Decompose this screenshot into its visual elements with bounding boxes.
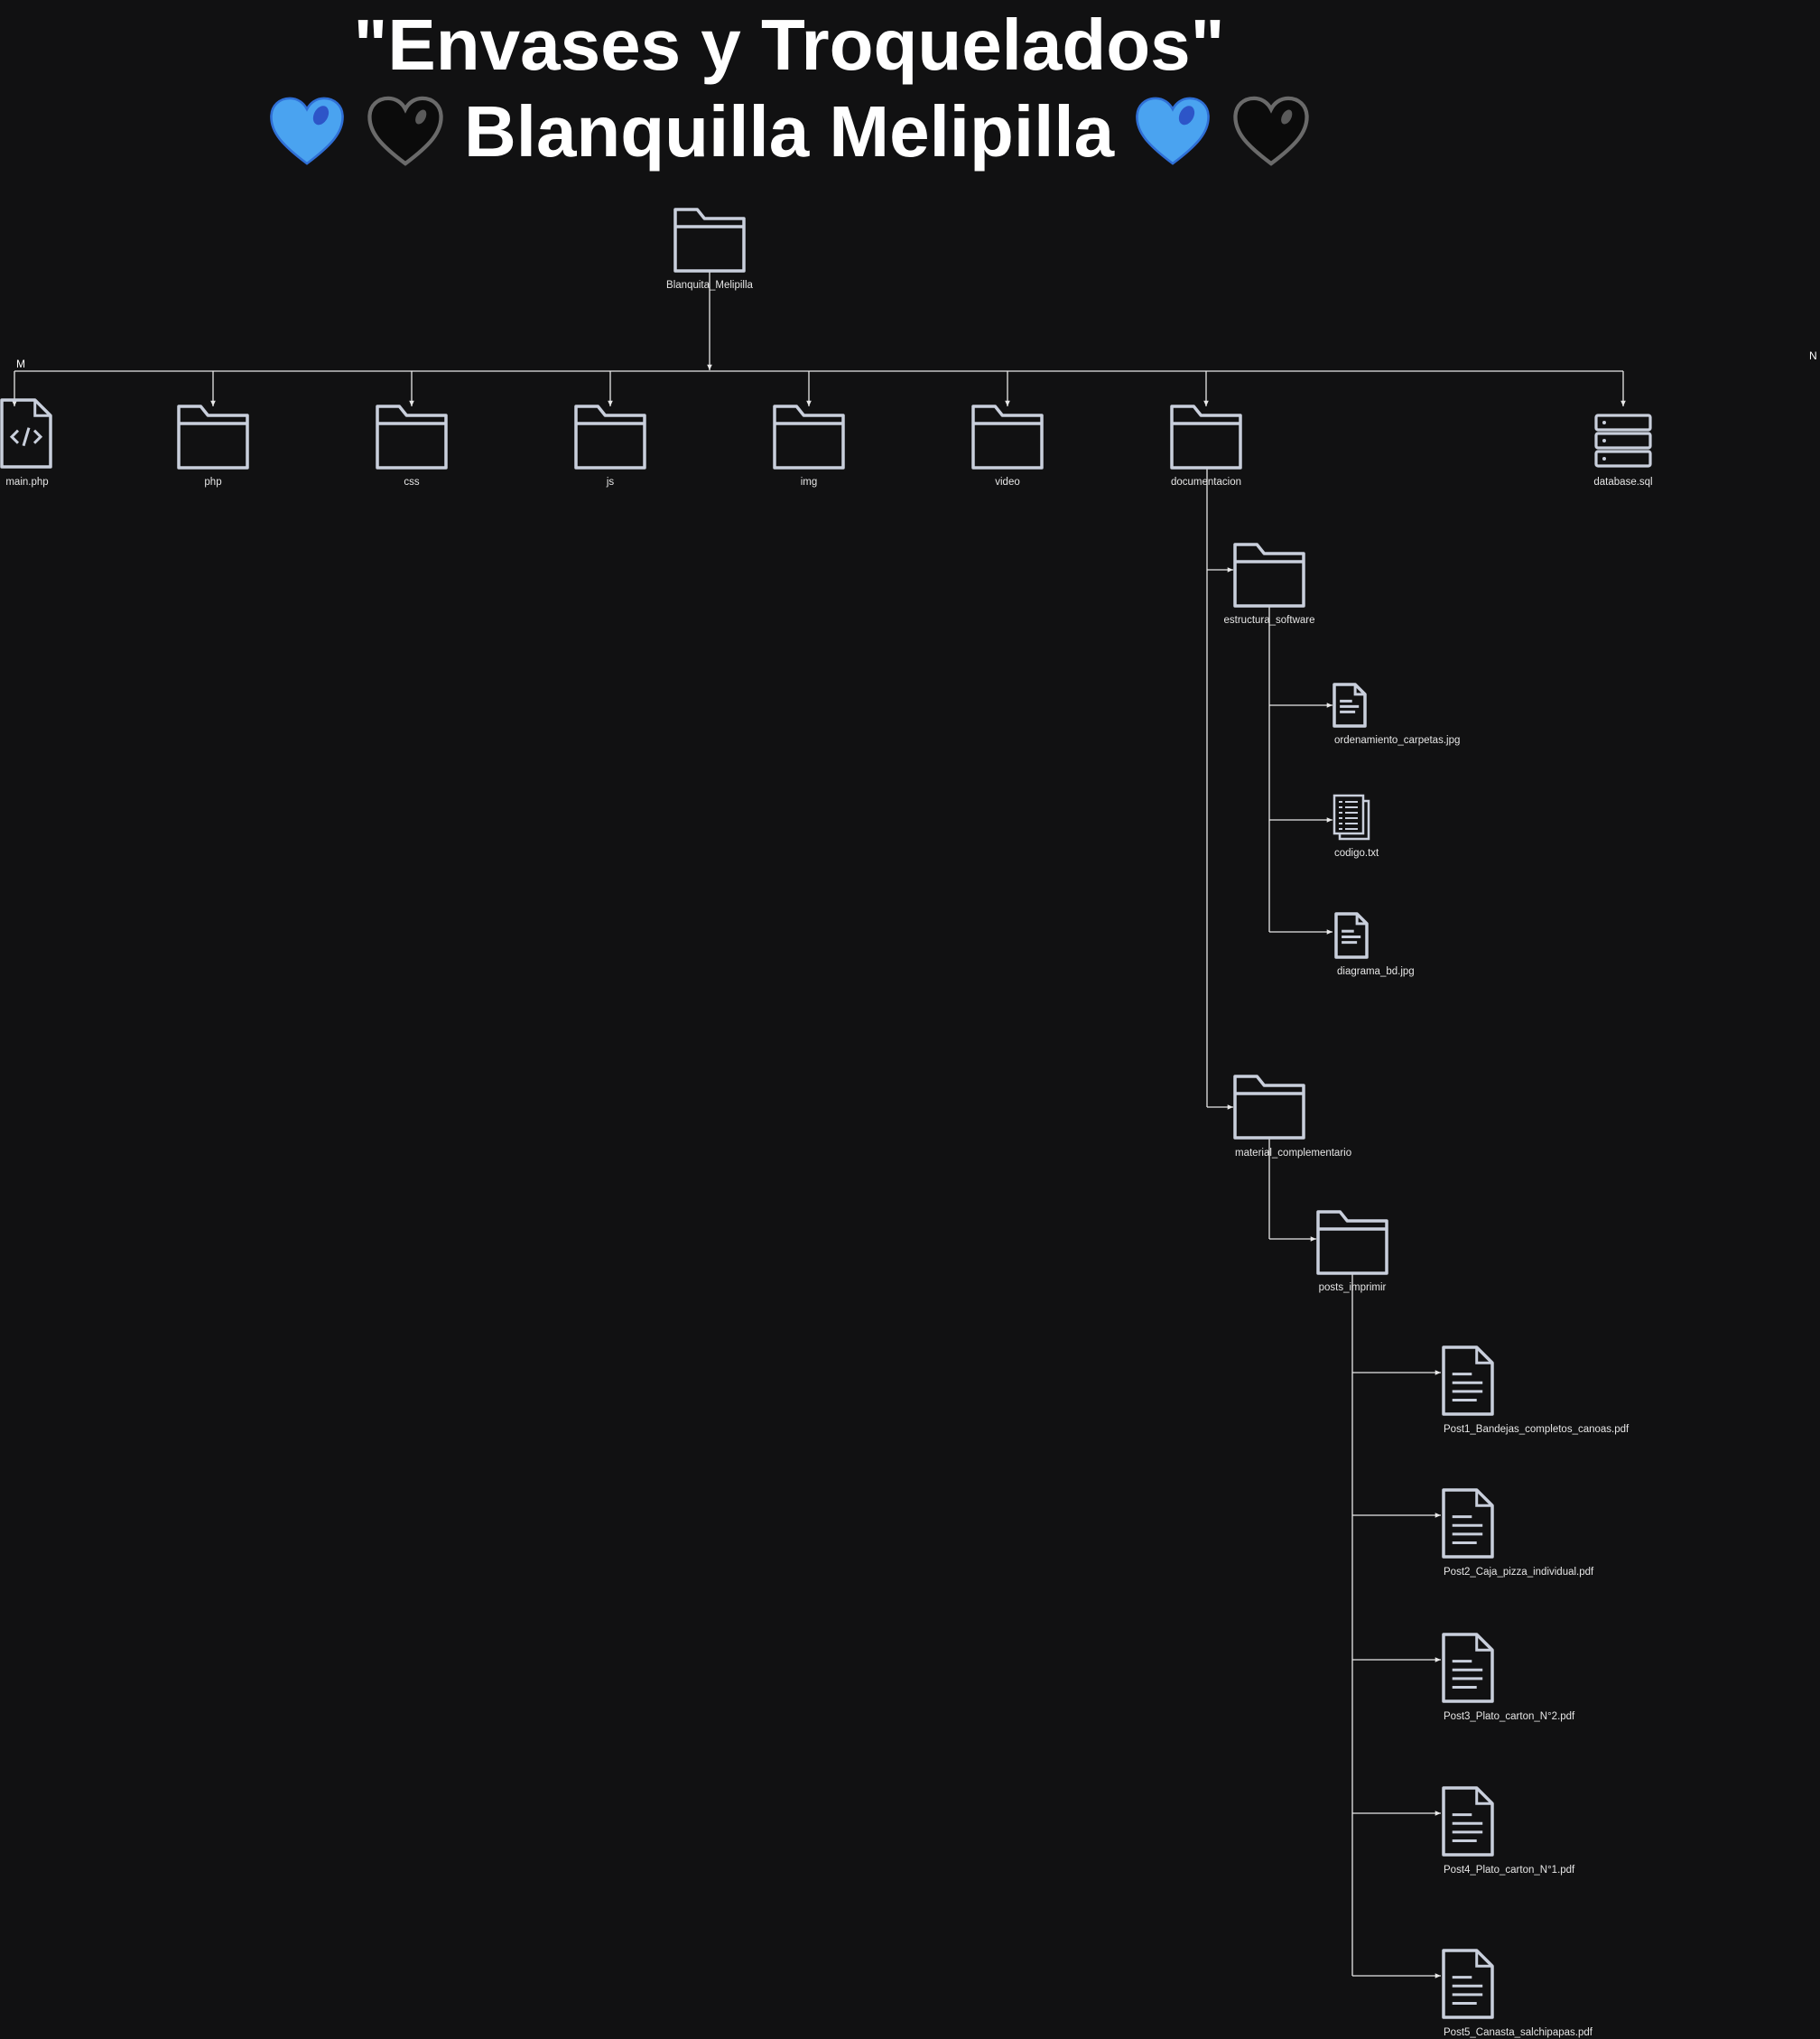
folder-icon <box>1233 543 1305 608</box>
file-diagrama-bd-jpg: diagrama_bd.jpg <box>1334 912 1415 977</box>
tree-nodes: Blanquita_Melipilla main.php php css js img vi… <box>0 208 1653 2038</box>
node-database-sql-label: database.sql <box>1593 477 1652 488</box>
file-icon <box>1442 1345 1494 1416</box>
folder-estructura-software: estructura_software <box>1224 543 1315 626</box>
root-folder: Blanquita_Melipilla <box>666 208 754 291</box>
node-js: js <box>574 405 646 488</box>
file-icon <box>1442 1786 1494 1857</box>
connector-lines <box>12 271 1626 1978</box>
folder-icon <box>1316 1210 1388 1275</box>
title-blanquilla-text: Blanquilla Melipilla <box>463 91 1115 172</box>
folder-icon <box>673 208 746 273</box>
file-icon <box>1442 1488 1494 1559</box>
node-css: css <box>376 405 448 488</box>
code-file-icon <box>0 398 52 469</box>
node-js-label: js <box>606 477 615 488</box>
node-main-php-label: main.php <box>5 477 48 488</box>
file-post-3: Post3_Plato_carton_N°2.pdf <box>1442 1633 1575 1722</box>
file-icon <box>1442 1949 1494 2019</box>
file-codigo-txt: codigo.txt <box>1332 794 1379 859</box>
folder-posts-imprimir-label: posts_imprimir <box>1319 1282 1387 1293</box>
file-post-4: Post4_Plato_carton_N°1.pdf <box>1442 1786 1575 1876</box>
database-icon <box>1594 414 1652 468</box>
blue-heart-icon <box>1134 95 1212 186</box>
folder-posts-imprimir: posts_imprimir <box>1316 1210 1388 1293</box>
file-post-5: Post5_Canasta_salchipapas.pdf <box>1442 1949 1593 2038</box>
file-post-4-label: Post4_Plato_carton_N°1.pdf <box>1444 1865 1575 1876</box>
bus-label-right: N <box>1809 349 1817 362</box>
node-database-sql: database.sql <box>1593 414 1653 488</box>
bus-label-left: M <box>16 358 25 370</box>
node-css-label: css <box>404 477 420 488</box>
folder-icon <box>1170 405 1242 470</box>
file-post-2-label: Post2_Caja_pizza_individual.pdf <box>1444 1567 1594 1578</box>
folder-estructura-software-label: estructura_software <box>1224 615 1315 626</box>
page-title-line-1: "Envases y Troquelados" <box>0 2 1578 88</box>
folder-icon <box>1233 1075 1305 1140</box>
file-post-5-label: Post5_Canasta_salchipapas.pdf <box>1444 2027 1593 2038</box>
folder-icon <box>376 405 448 470</box>
text-document-icon <box>1332 794 1370 841</box>
file-ordenamiento-carpetas-jpg-label: ordenamiento_carpetas.jpg <box>1334 735 1460 746</box>
root-folder-label: Blanquita_Melipilla <box>666 280 753 291</box>
file-icon <box>1332 683 1367 728</box>
node-video: video <box>971 405 1044 488</box>
node-img: img <box>773 405 845 488</box>
file-post-1: Post1_Bandejas_completos_canoas.pdf <box>1442 1345 1630 1435</box>
page-title-line-2: Blanquilla Melipilla <box>0 88 1578 186</box>
title-quote-text: "Envases y Troquelados" <box>353 5 1225 85</box>
folder-material-complementario-label: material_complementario <box>1235 1148 1351 1159</box>
node-video-label: video <box>995 477 1020 488</box>
folder-icon <box>177 405 249 470</box>
node-documentacion: documentacion <box>1170 405 1242 488</box>
black-heart-icon <box>1232 95 1310 186</box>
node-img-label: img <box>801 477 818 488</box>
folder-icon <box>773 405 845 470</box>
file-ordenamiento-carpetas-jpg: ordenamiento_carpetas.jpg <box>1332 683 1460 746</box>
folder-icon <box>574 405 646 470</box>
blue-heart-icon <box>268 95 346 186</box>
node-main-php: main.php <box>0 398 52 488</box>
black-heart-icon <box>367 95 444 186</box>
file-post-1-label: Post1_Bandejas_completos_canoas.pdf <box>1444 1424 1630 1435</box>
node-php-label: php <box>204 477 221 488</box>
file-diagrama-bd-jpg-label: diagrama_bd.jpg <box>1337 966 1415 977</box>
file-icon <box>1442 1633 1494 1703</box>
file-post-3-label: Post3_Plato_carton_N°2.pdf <box>1444 1711 1575 1722</box>
file-icon <box>1334 912 1369 959</box>
node-php: php <box>177 405 249 488</box>
file-post-2: Post2_Caja_pizza_individual.pdf <box>1442 1488 1594 1578</box>
node-documentacion-label: documentacion <box>1171 477 1241 488</box>
file-codigo-txt-label: codigo.txt <box>1334 848 1379 859</box>
folder-icon <box>971 405 1044 470</box>
folder-material-complementario: material_complementario <box>1233 1075 1351 1159</box>
